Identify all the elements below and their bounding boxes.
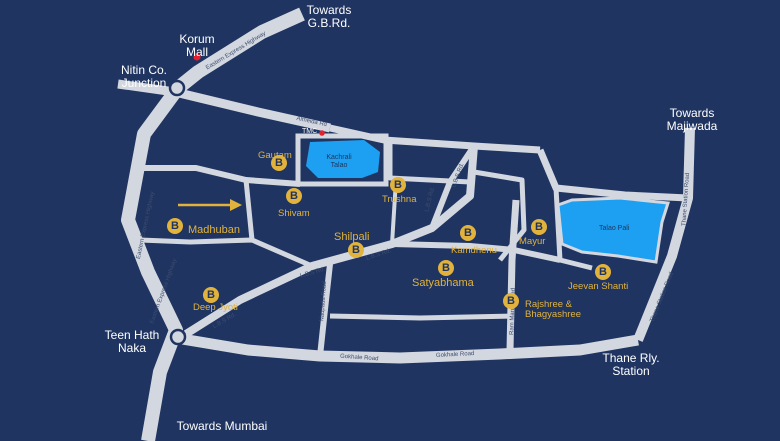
road-naupada bbox=[317, 263, 333, 357]
arrow-icon bbox=[178, 199, 242, 211]
talao-pali bbox=[556, 196, 670, 264]
nitin-junction-label: Nitin Co. Junction bbox=[120, 63, 167, 90]
project-kamdhenu-label: Kamdhenu bbox=[451, 245, 497, 256]
project-marker-deep-jyoti-icon: B bbox=[203, 287, 219, 303]
project-jeevan-shanti-label: Jeevan Shanti bbox=[568, 281, 629, 292]
project-marker-mayur-icon: B bbox=[531, 219, 547, 235]
road-nitin-tmc bbox=[117, 79, 331, 133]
korum-mall-dot bbox=[193, 53, 201, 61]
towards-majiwada-label: Towards Majiwada bbox=[666, 106, 718, 133]
project-shivam-label: Shivam bbox=[278, 208, 310, 219]
project-marker-rajshree-icon: B bbox=[503, 293, 519, 309]
tmc-label: TMC bbox=[302, 128, 318, 135]
road-kamdhenu bbox=[473, 169, 527, 262]
thane-station-label: Thane Rly. Station bbox=[602, 351, 660, 378]
kachrali-talao-label: Kachrali Talao bbox=[326, 154, 352, 169]
project-trushna-label: Trushna bbox=[382, 194, 417, 205]
project-marker-kamdhenu-icon: B bbox=[460, 225, 476, 241]
project-shilpali-label: Shilpali bbox=[334, 231, 370, 243]
project-mayur-label: Mayur bbox=[519, 236, 546, 247]
project-satyabhama-label: Satyabhama bbox=[412, 277, 474, 289]
kachrali-talao bbox=[306, 140, 380, 178]
road-trushna-block bbox=[387, 140, 471, 185]
road-inner-west bbox=[140, 165, 301, 187]
towards-mumbai-label: Towards Mumbai bbox=[176, 419, 268, 433]
project-deep-jyoti-label: Deep Jyoti bbox=[193, 302, 238, 313]
tmc-dot bbox=[319, 130, 325, 136]
project-marker-trushna-icon: B bbox=[390, 177, 406, 193]
road-mid-horizontal bbox=[391, 241, 561, 263]
nitin-junction-circle bbox=[168, 79, 186, 97]
kachrali-talao-border bbox=[295, 133, 389, 187]
talao-pali-label: Talao Pali bbox=[599, 225, 630, 232]
project-rajshree-label: Rajshree & Bhagyashree bbox=[525, 299, 581, 320]
road-inner-south bbox=[139, 237, 313, 269]
road-east-corridor bbox=[536, 148, 689, 202]
teen-hath-naka-circle bbox=[169, 328, 187, 346]
road-south-link bbox=[329, 313, 513, 321]
towards-gb-rd-label: Towards G.B.Rd. bbox=[306, 3, 352, 30]
project-marker-madhuban-icon: B bbox=[167, 218, 183, 234]
project-marker-satyabhama-icon: B bbox=[438, 260, 454, 276]
road-thane-station bbox=[633, 127, 695, 342]
road-ram-maruti bbox=[506, 199, 520, 351]
korum-mall-label: Korum Mall bbox=[179, 32, 215, 59]
road-left-vertical bbox=[243, 179, 255, 241]
project-marker-jeevan-shanti-icon: B bbox=[595, 264, 611, 280]
project-madhuban-label: Madhuban bbox=[188, 224, 240, 236]
project-marker-shilpali-icon: B bbox=[348, 242, 364, 258]
road-eastern-express-highway bbox=[121, 7, 305, 441]
teen-hath-naka-label: Teen Hath Naka bbox=[104, 328, 160, 355]
project-gautam-label: Gautam bbox=[258, 150, 292, 161]
project-marker-gautam-icon: B bbox=[271, 155, 287, 171]
road-gokhale bbox=[175, 332, 639, 364]
project-marker-shivam-icon: B bbox=[286, 188, 302, 204]
